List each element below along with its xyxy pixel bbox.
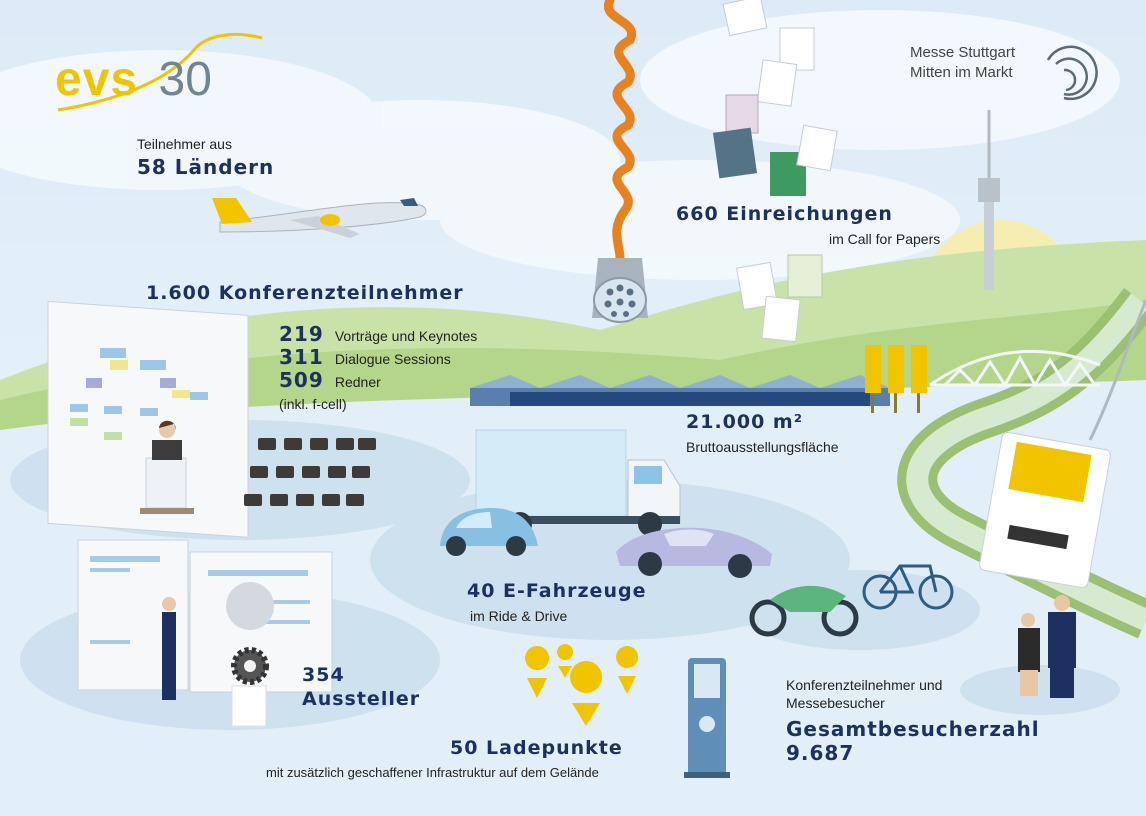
motorcycle-icon: [749, 585, 859, 637]
talks-row-1: 311 Dialogue Sessions: [279, 345, 451, 369]
talks-note: (inkl. f-cell): [279, 396, 347, 412]
sports-car-icon: [616, 527, 772, 578]
clouds: [0, 10, 1120, 280]
visitors-title: Gesamtbesucherzahl: [786, 717, 1040, 741]
charging-station-icon: [684, 658, 730, 778]
evs-logo-number: 30: [158, 53, 212, 106]
map-pin-icon: [525, 644, 639, 726]
gear-icon: [231, 647, 269, 685]
area-value: 21.000 m²: [686, 411, 804, 433]
talks-label: Vorträge und Keynotes: [334, 328, 478, 344]
countries-value: 58 Ländern: [137, 155, 275, 179]
talks-label: Redner: [334, 374, 381, 390]
flags-icon: [865, 345, 927, 413]
evs-logo: evs 30: [55, 52, 212, 107]
bridge-icon: [929, 349, 1101, 388]
messe-name: Messe Stuttgart: [910, 44, 1016, 61]
charging-value: 50 Ladepunkte: [450, 737, 623, 759]
evs-logo-swoosh: [57, 32, 263, 112]
area-label: Bruttoausstellungsfläche: [686, 439, 839, 455]
compact-ev-icon: [440, 508, 538, 556]
truck-icon: [475, 429, 681, 536]
submissions-label: im Call for Papers: [829, 231, 941, 247]
speaker-podium-icon: [140, 420, 194, 514]
exhibitors-number: 354: [302, 664, 345, 686]
messe-stuttgart-logo-icon: [1046, 45, 1098, 101]
messe-tagline: Mitten im Markt: [910, 64, 1013, 81]
vehicles-value: 40 E-Fahrzeuge: [467, 580, 647, 602]
audience-chairs-icon: [244, 438, 376, 506]
e-bike-icon: [862, 564, 954, 610]
countries-label: Teilnehmer aus: [137, 136, 232, 152]
tv-tower-icon: [978, 110, 1000, 290]
visitors-icon: [1018, 595, 1076, 698]
visitors-value: 9.687: [786, 741, 855, 765]
talks-label: Dialogue Sessions: [334, 351, 451, 367]
conference-value: 1.600 Konferenzteilnehmer: [146, 282, 464, 304]
talks-number: 219: [279, 322, 324, 346]
talks-row-0: 219 Vorträge und Keynotes: [279, 322, 477, 346]
talks-number: 311: [279, 345, 324, 369]
exhibitors-label: Aussteller: [302, 688, 421, 710]
visitors-label-line2: Messebesucher: [786, 695, 885, 711]
evs-logo-text: evs: [55, 53, 139, 106]
vehicles-label: im Ride & Drive: [470, 608, 568, 624]
charging-cable-icon: [592, 0, 648, 323]
talks-number: 509: [279, 368, 324, 392]
talks-row-2: 509 Redner: [279, 368, 381, 392]
airplane-icon: [212, 198, 427, 238]
visitors-label-line1: Konferenzteilnehmer und: [786, 677, 943, 693]
charging-label: mit zusätzlich geschaffener Infrastruktu…: [266, 765, 599, 780]
exhibition-hall-icon: [470, 375, 890, 406]
badge-icon: [979, 299, 1146, 589]
presentation-board-icon: [47, 300, 249, 538]
submissions-value: 660 Einreichungen: [676, 203, 893, 225]
paper-stack-icon: [712, 0, 838, 343]
